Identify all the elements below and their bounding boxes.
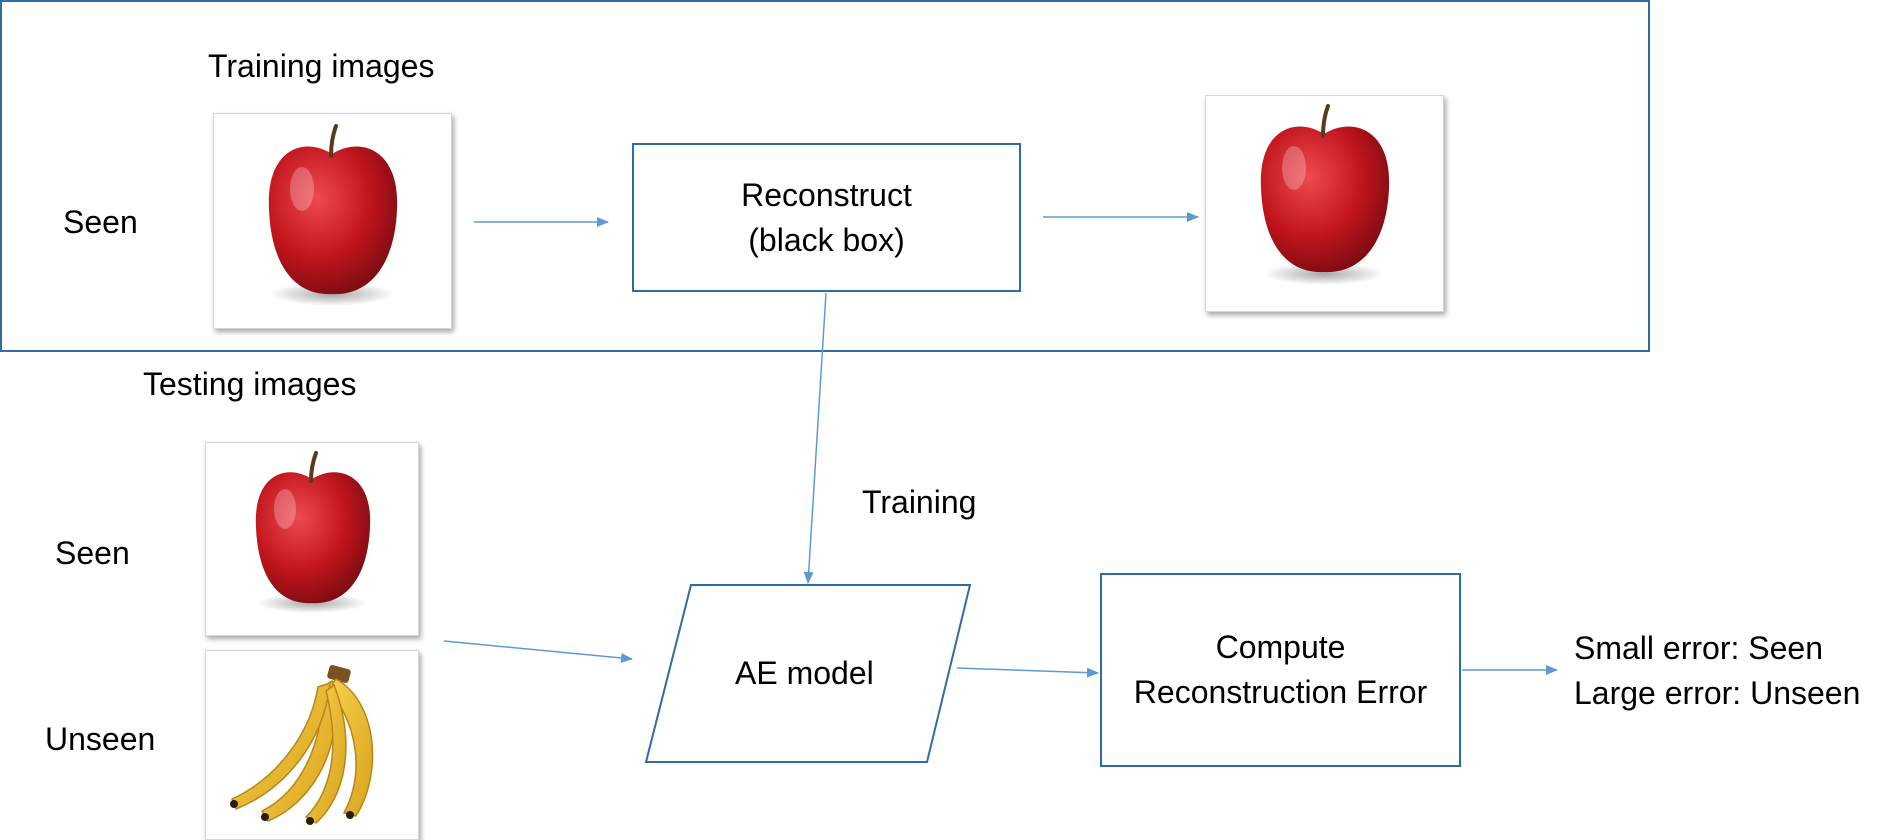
seen-label-training: Seen — [63, 204, 138, 240]
compute-subtitle: Reconstruction Error — [1133, 674, 1428, 710]
ae-model-label: AE model — [735, 655, 874, 691]
apple-icon — [268, 124, 398, 306]
result-text: Small error: Seen Large error: Unseen — [1574, 626, 1860, 716]
result-large-error: Large error: Unseen — [1574, 675, 1861, 711]
training-edge-label: Training — [862, 484, 977, 520]
banana-icon — [230, 665, 374, 825]
reconstruct-box: Reconstruct (black box) — [632, 143, 1021, 292]
unseen-label: Unseen — [45, 721, 156, 757]
compute-error-box: Compute Reconstruction Error — [1100, 573, 1461, 767]
apple-icon — [255, 451, 371, 613]
training-apple-image — [213, 113, 452, 329]
compute-title: Compute — [1215, 629, 1346, 665]
seen-label-testing: Seen — [55, 535, 130, 571]
apple-icon — [1260, 104, 1390, 285]
testing-banana-image — [205, 650, 419, 840]
testing-images-label: Testing images — [143, 366, 357, 402]
result-small-error: Small error: Seen — [1574, 630, 1823, 666]
testing-apple-image — [205, 442, 419, 636]
arrow-ae-to-compute — [956, 667, 1099, 678]
training-images-label: Training images — [208, 48, 435, 84]
reconstruct-subtitle: (black box) — [748, 221, 905, 258]
arrow-test-to-ae — [443, 640, 633, 663]
reconstructed-apple-image — [1205, 95, 1444, 312]
reconstruct-title: Reconstruct — [741, 176, 912, 213]
